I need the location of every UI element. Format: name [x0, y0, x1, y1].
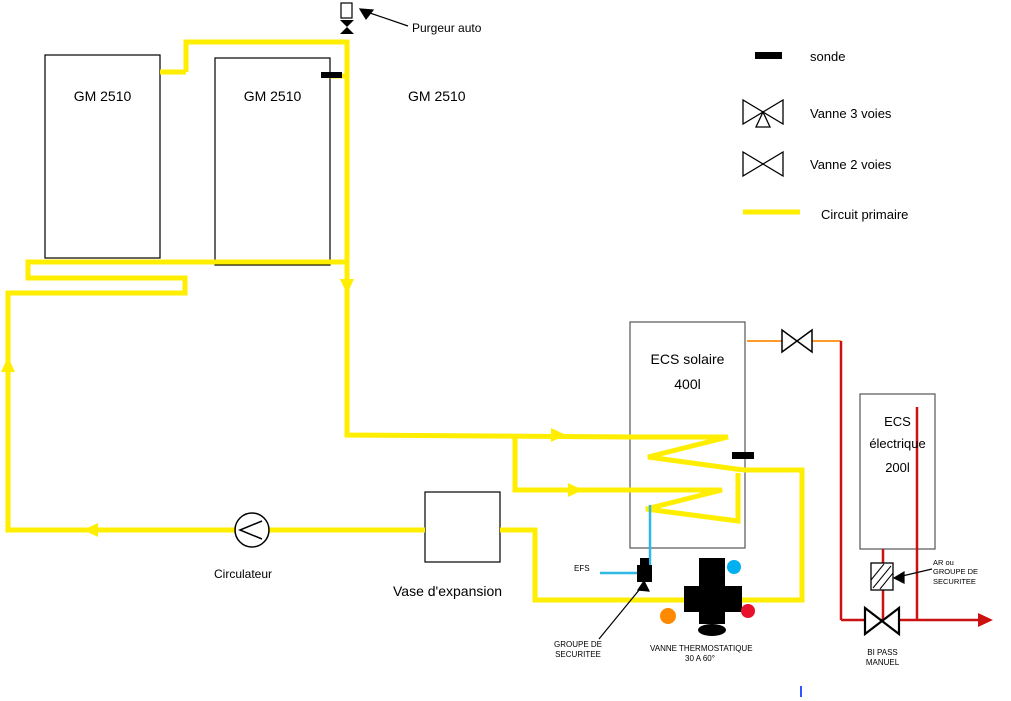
auto-purger-icon — [340, 2, 354, 34]
efs-label: EFS — [574, 564, 590, 573]
electric-circuit-lines — [839, 341, 980, 622]
primary-return-line — [5, 259, 425, 533]
legend-primary-label: Circuit primaire — [821, 207, 909, 222]
valve-hot-port-dot — [741, 604, 755, 618]
leader-arrowhead — [636, 579, 651, 592]
thermostatic-valve-icon — [684, 558, 742, 636]
electric-tank-box — [859, 393, 936, 550]
thermostatic-valve-label: VANNE THERMOSTATIQUE 30 A 60° — [650, 644, 753, 664]
electric-tank-name-1: ECS — [884, 414, 911, 429]
valve-mix-port-dot — [660, 608, 676, 624]
expansion-vessel-box — [424, 491, 501, 563]
purgeur-auto-label: Purgeur auto — [412, 21, 482, 35]
circulator-label: Circulateur — [214, 567, 273, 581]
arrow-up-icon — [1, 357, 15, 372]
primary-flow-arrows — [1, 279, 583, 537]
bipass-label-1: BI PASS — [867, 648, 898, 657]
solar-tank-capacity: 400l — [674, 376, 701, 392]
safety-group-icon — [637, 558, 652, 582]
ar-safety-label-3: SECURITEE — [933, 576, 976, 586]
electric-lines — [839, 341, 980, 622]
sonde-panel-icon — [321, 72, 342, 78]
safety-group-label: GROUPE DE SECURITEE — [546, 640, 610, 660]
ar-safety-label-2: GROUPE DE — [933, 567, 979, 577]
legend-2way-valve-icon — [742, 150, 784, 178]
ar-safety-label-1: AR ou — [933, 558, 954, 567]
solar-tank-name: ECS solaire — [650, 351, 725, 367]
arrow-right-icon — [568, 483, 583, 497]
arrow-right-icon — [551, 428, 566, 442]
text-cursor-artifact — [800, 686, 802, 697]
panel1-label: GM 2510 — [73, 88, 132, 104]
annotation-arrows — [358, 8, 933, 640]
legend-sonde-label: sonde — [810, 49, 846, 64]
bipass-valve-icon — [863, 605, 901, 637]
safety-group-label-1: GROUPE DE — [553, 640, 602, 649]
electric-tank-capacity: 200l — [885, 460, 910, 475]
legend-3way-valve-icon — [742, 98, 784, 128]
arrow-down-icon — [340, 279, 354, 294]
2way-valve-icon — [781, 328, 813, 354]
panel2-label: GM 2510 — [243, 88, 302, 104]
arrow-right-red-icon — [978, 613, 993, 627]
legend-sonde-icon — [755, 52, 782, 59]
cold-water-lines — [600, 505, 652, 575]
leader-arrowhead — [358, 8, 375, 21]
ar-safety-valve-icon — [870, 562, 894, 591]
ar-safety-label: AR ou GROUPE DE SECURITEE — [933, 558, 978, 586]
bipass-label-2: MANUEL — [865, 658, 900, 667]
bipass-label: BI PASS MANUEL — [860, 648, 905, 668]
efs-lines — [600, 505, 652, 575]
arrow-left-icon — [83, 523, 98, 537]
sonde-tank-icon — [732, 452, 754, 459]
expansion-vessel-label: Vase d'expansion — [393, 583, 503, 599]
legend-3way-label: Vanne 3 voies — [810, 106, 892, 121]
primary-branch-lower-coil — [512, 435, 741, 524]
solar-panel-1 — [44, 54, 161, 259]
solar-panel-2 — [214, 57, 331, 266]
legend-2way-label: Vanne 2 voies — [810, 157, 892, 172]
thermostatic-valve-label-1: VANNE THERMOSTATIQUE — [650, 644, 753, 653]
panel3-label: GM 2510 — [408, 88, 466, 104]
valve-cold-port-dot — [727, 560, 741, 574]
electric-tank-name-2: électrique — [869, 436, 926, 451]
leader-arrowhead — [892, 570, 905, 584]
safety-group-label-2: SECURITEE — [555, 650, 601, 659]
circulator-pump-icon — [234, 512, 270, 548]
thermostatic-valve-label-2: 30 A 60° — [685, 654, 715, 663]
